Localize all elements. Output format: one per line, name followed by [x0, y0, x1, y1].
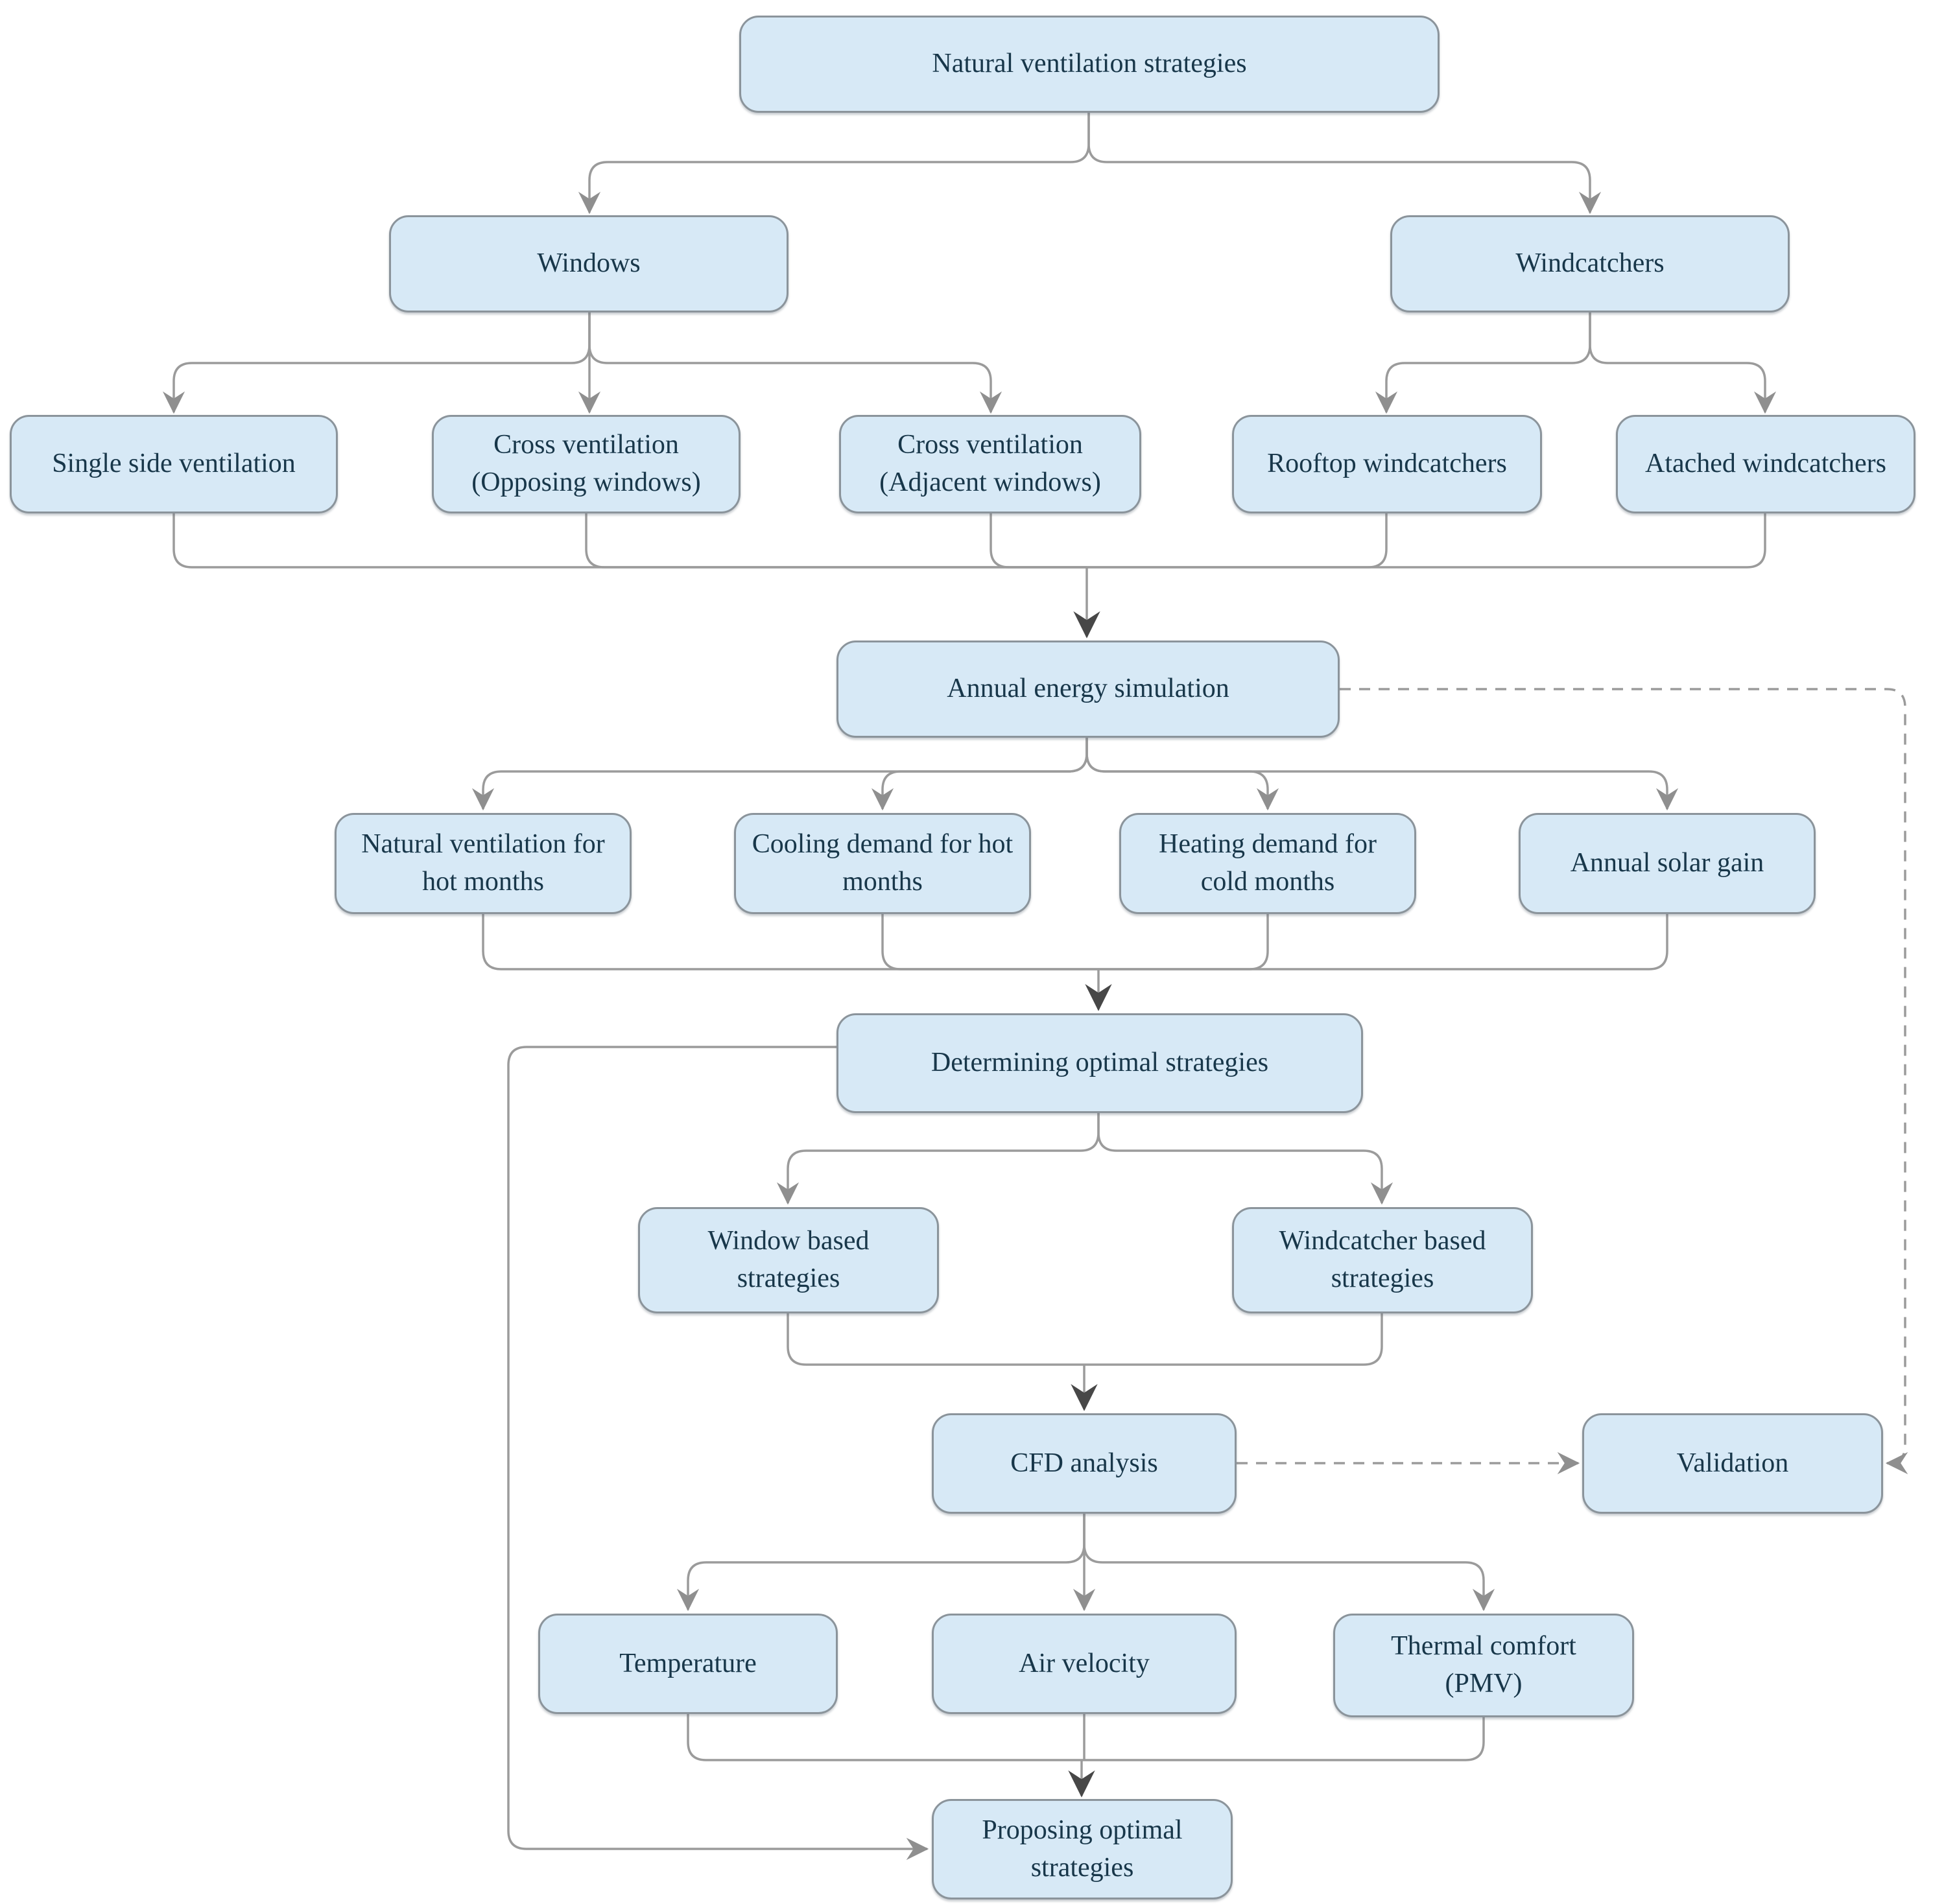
- node-window-based-strategies: Window based strategies: [638, 1207, 939, 1313]
- node-annual-solar-gain: Annual solar gain: [1519, 813, 1816, 914]
- node-windcatchers: Windcatchers: [1390, 215, 1790, 312]
- node-thermal-comfort-pmv: Thermal comfort (PMV): [1333, 1614, 1634, 1717]
- node-cooling-demand-hot-months: Cooling demand for hot months: [734, 813, 1031, 914]
- node-single-side-ventilation: Single side ventilation: [10, 415, 338, 513]
- node-air-velocity: Air velocity: [932, 1614, 1237, 1714]
- node-cross-ventilation-opposing: Cross ventilation (Opposing windows): [432, 415, 741, 513]
- node-atached-windcatchers: Atached windcatchers: [1616, 415, 1915, 513]
- node-rooftop-windcatchers: Rooftop windcatchers: [1232, 415, 1542, 513]
- node-proposing-optimal-strategies: Proposing optimal strategies: [932, 1799, 1233, 1899]
- solid-connectors: [162, 113, 1777, 1861]
- node-natural-ventilation-hot-months: Natural ventilation for hot months: [335, 813, 632, 914]
- node-annual-energy-simulation: Annual energy simulation: [836, 641, 1340, 738]
- node-windcatcher-based-strategies: Windcatcher based strategies: [1232, 1207, 1533, 1313]
- node-windows: Windows: [389, 215, 789, 312]
- node-cfd-analysis: CFD analysis: [932, 1413, 1237, 1514]
- node-temperature: Temperature: [538, 1614, 838, 1714]
- node-validation: Validation: [1582, 1413, 1883, 1514]
- node-heating-demand-cold-months: Heating demand for cold months: [1119, 813, 1416, 914]
- dashed-connectors: [1237, 688, 1908, 1475]
- node-cross-ventilation-adjacent: Cross ventilation (Adjacent windows): [839, 415, 1141, 513]
- node-natural-ventilation-strategies: Natural ventilation strategies: [739, 16, 1440, 113]
- node-determining-optimal-strategies: Determining optimal strategies: [836, 1013, 1363, 1113]
